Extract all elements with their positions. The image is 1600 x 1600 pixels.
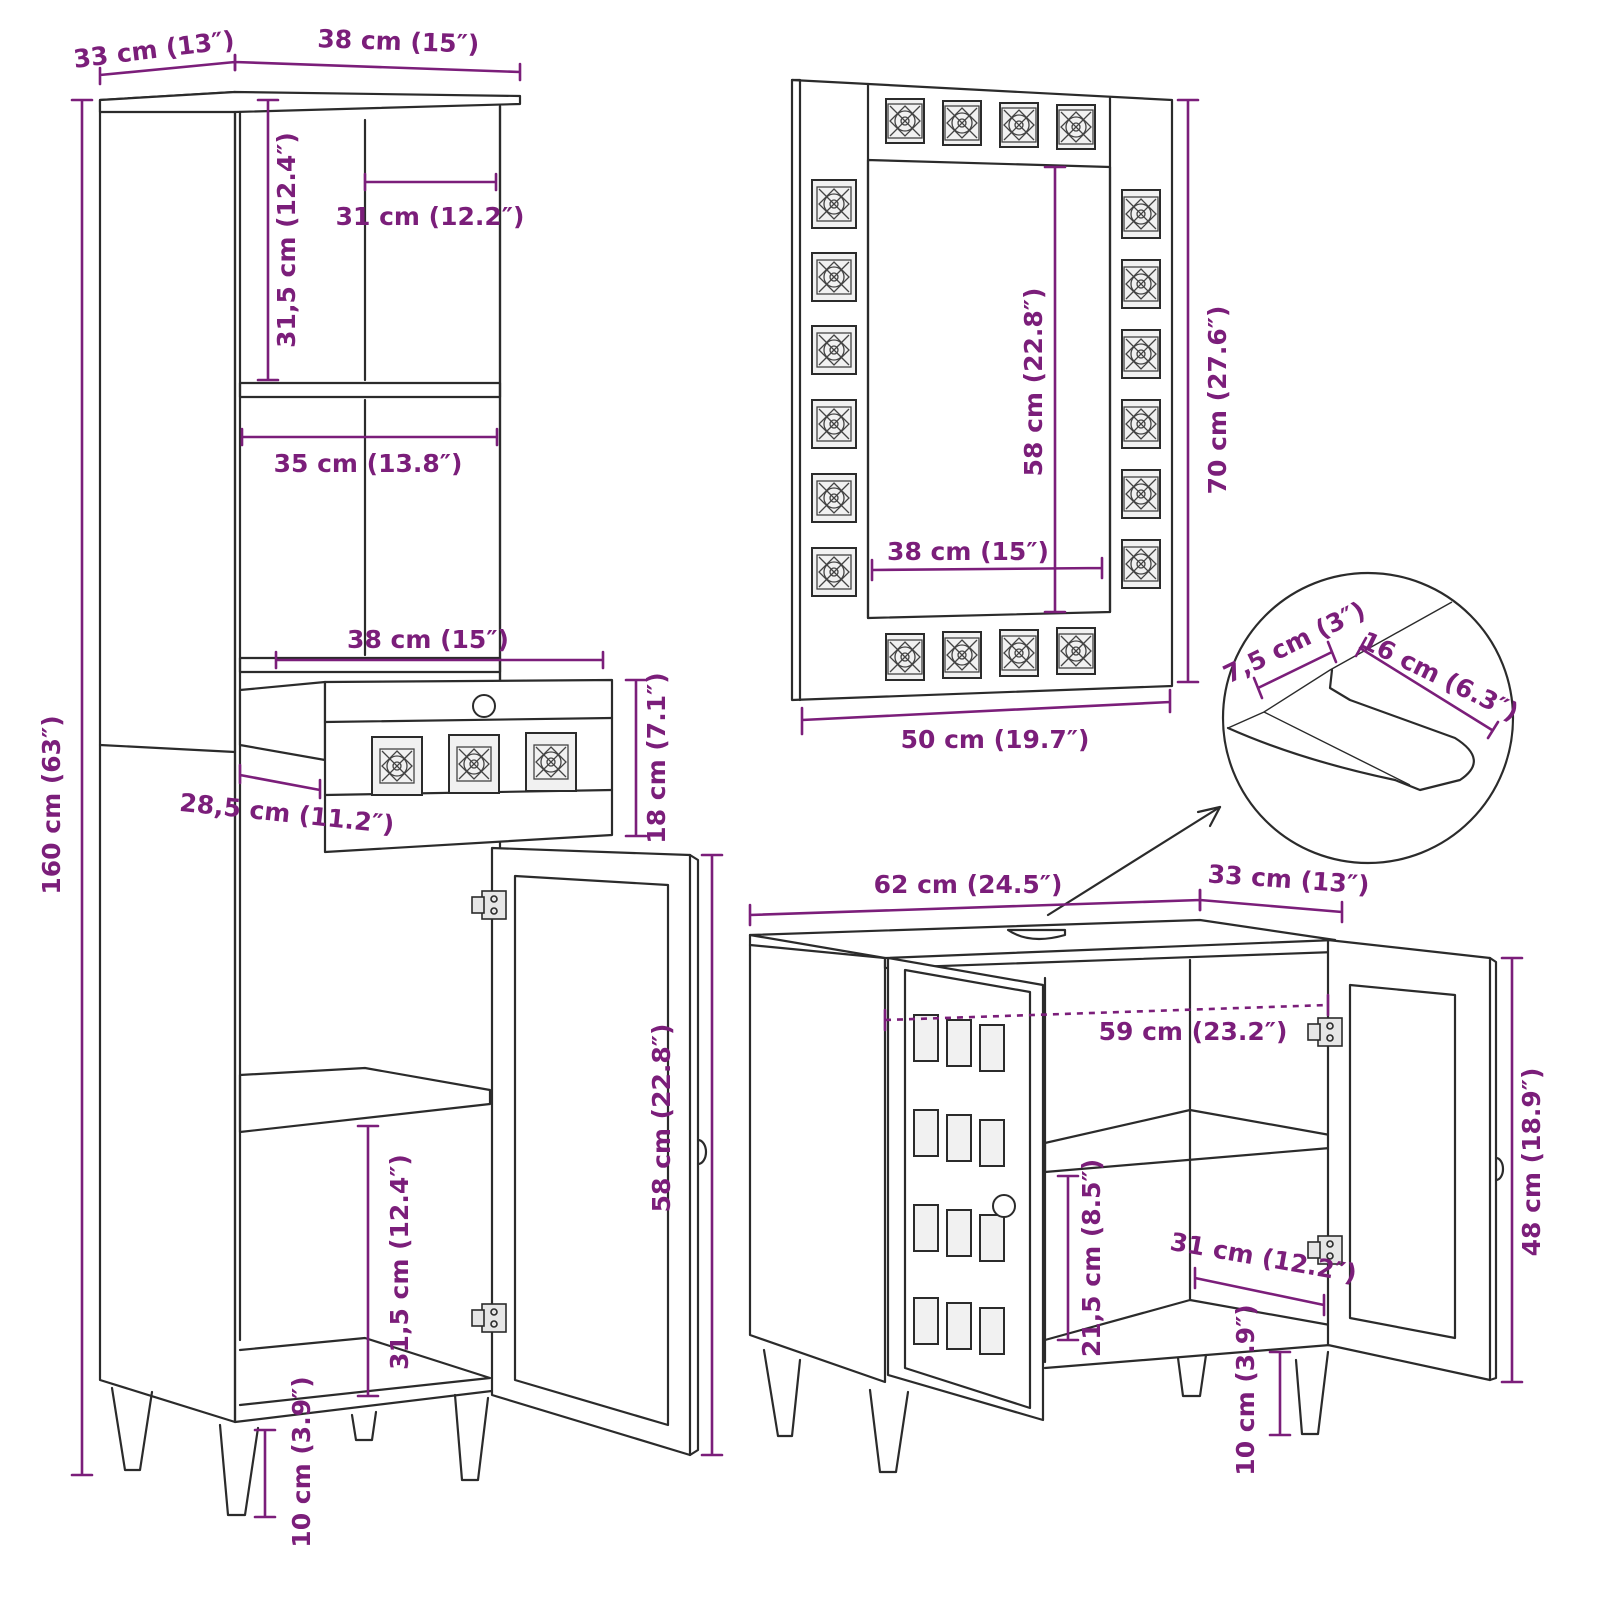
mirror [790,78,1174,702]
mirror-inner-width-label: 38 cm (15″) [887,537,1049,566]
tall-upper-inner-width-label: 31 cm (12.2″) [336,202,525,231]
sink-right-door [1307,938,1505,1382]
tall-depth-label: 33 cm (13″) [72,25,236,74]
sink-height-label: 48 cm (18.9″) [1517,1068,1546,1257]
tall-legs [110,1386,490,1517]
sink-width-label: 62 cm (24.5″) [874,870,1063,899]
sink-legs [762,1348,1330,1474]
tall-lower-shelf-height-label: 31,5 cm (12.4″) [385,1154,414,1370]
tall-cabinet-top [98,90,522,114]
mirror-outer-width-label: 50 cm (19.7″) [901,725,1090,754]
sink-door-knob-icon [992,1194,1016,1218]
tall-shelf-3 [238,1066,492,1134]
cutout-detail [1046,571,1515,917]
tall-middle-inner-width-label: 35 cm (13.8″) [274,449,463,478]
tall-door-knob-icon [696,1138,708,1166]
hinge-icon [471,890,507,920]
tall-total-height-label: 160 cm (63″) [37,715,66,894]
detail-circle [1221,571,1515,865]
sink-cutout [1006,928,1067,941]
tall-width-label: 38 cm (15″) [317,24,480,59]
sink-cabinet-side [748,943,887,1384]
tall-shelf-1 [238,381,502,399]
tall-side-seam [98,743,237,754]
mirror-inner-height-label: 58 cm (22.8″) [1019,288,1048,477]
tall-cabinet-side [98,90,237,1424]
sink-depth-label: 33 cm (13″) [1207,859,1371,899]
mirror-outer-height-label: 70 cm (27.6″) [1203,306,1232,495]
tall-drawer-width-label: 38 cm (15″) [347,625,509,654]
sink-shelf-height-label: 21,5 cm (8.5″) [1077,1159,1106,1357]
tall-drawer [238,678,614,854]
tall-shelf-2 [238,656,502,674]
tall-leg-height-label: 10 cm (3.9″) [287,1376,316,1547]
tall-door [471,846,708,1457]
sink-inner-width-label: 59 cm (23.2″) [1099,1017,1288,1046]
hinge-icon [1307,1017,1343,1047]
detail-pointer-arrow [1046,805,1222,917]
tall-door-height-label: 58 cm (22.8″) [647,1024,676,1213]
sink-left-door [886,956,1045,1422]
hinge-icon [471,1303,507,1333]
mirror-frame [790,78,1174,702]
sink-leg-height-label: 10 cm (3.9″) [1231,1304,1260,1475]
drawer-knob-icon [472,694,496,718]
tall-cabinet [98,90,708,1517]
tall-upper-shelf-height-label: 31,5 cm (12.4″) [272,132,301,348]
sink-cabinet [748,918,1505,1474]
dimension-lines [70,53,1524,1519]
sink-door-knob-icon [1494,1156,1505,1182]
mirror-tiles [811,98,1161,681]
tall-drawer-height-label: 18 cm (7.1″) [642,672,671,843]
tall-floor [238,1336,492,1407]
cutout-depth-label: 7,5 cm (3″) [1219,596,1370,690]
